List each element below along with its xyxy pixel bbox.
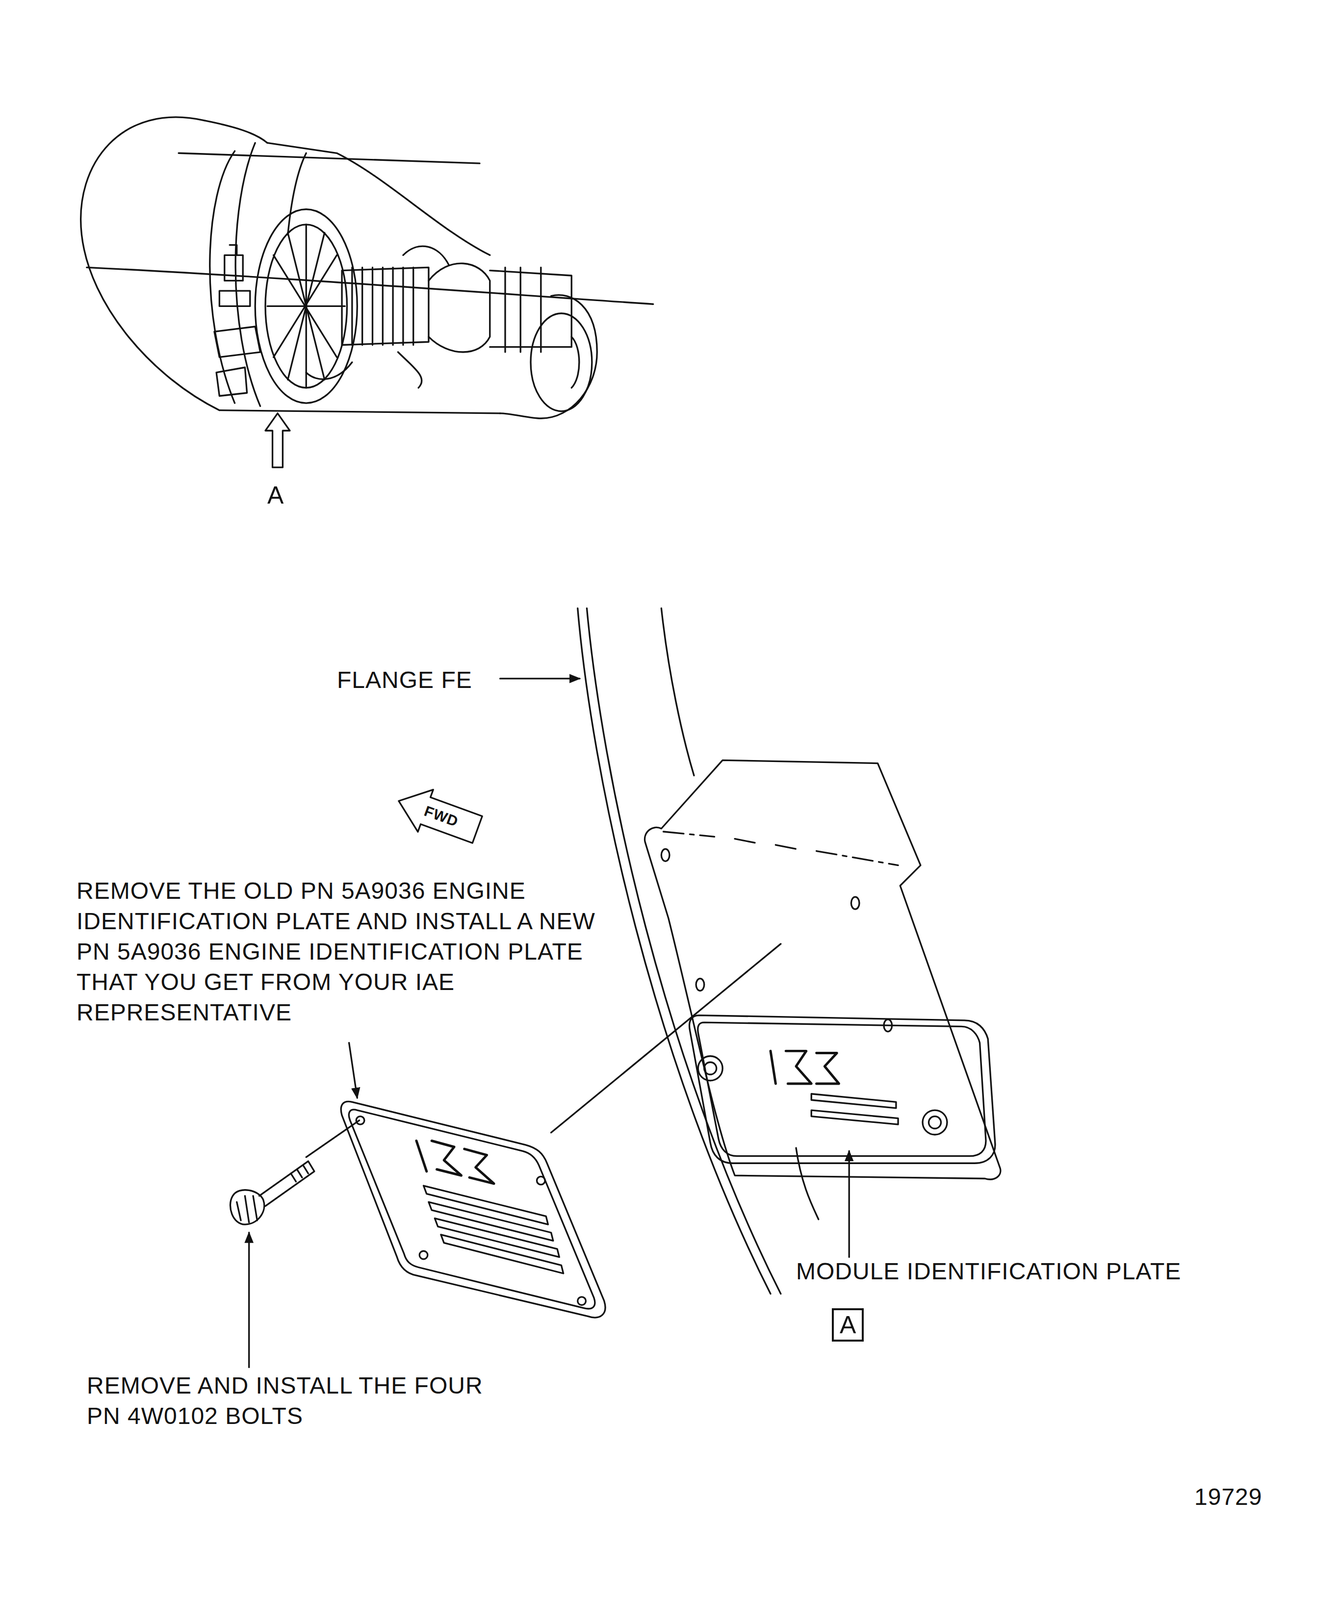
bolt: [230, 1161, 315, 1225]
leader-line: [551, 944, 781, 1133]
instruction-note: REMOVE AND INSTALL THE FOUR PN 4W0102 BO…: [86, 1370, 499, 1432]
engine-nacelle: [80, 117, 654, 419]
engine-identification-plate: [340, 1101, 606, 1318]
mounting-bracket: [644, 760, 1001, 1180]
view-reference-box: A: [831, 1308, 864, 1342]
part-label: MODULE IDENTIFICATION PLATE: [796, 1256, 1182, 1288]
leader-line: [248, 1233, 250, 1368]
instruction-note: REMOVE THE OLD PN 5A9036 ENGINE IDENTIFI…: [76, 875, 636, 1029]
part-label: FLANGE FE: [336, 665, 473, 696]
figure-number: 19729: [1194, 1482, 1262, 1513]
fwd-arrow: [390, 779, 486, 851]
flange-fe: [577, 608, 819, 1294]
leader-line: [848, 1151, 850, 1258]
view-letter: A: [267, 481, 284, 510]
leader-line: [349, 1043, 358, 1099]
leader-line: [306, 1120, 360, 1158]
view-arrow: [265, 413, 290, 468]
leader-line: [500, 677, 580, 680]
view-letter: A: [839, 1311, 856, 1339]
